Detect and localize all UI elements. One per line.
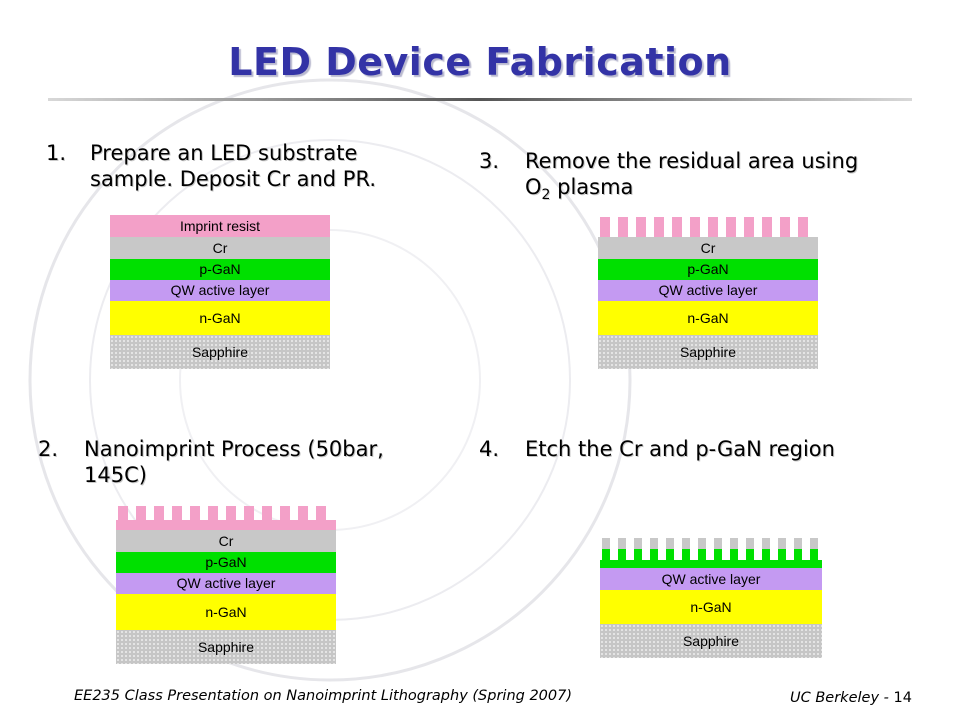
step-line: Prepare an LED substrate	[90, 141, 358, 165]
layer-qw-active: QW active layer	[110, 280, 330, 301]
slide-title: LED Device Fabrication	[228, 40, 732, 84]
o2-symbol: O2	[525, 175, 551, 204]
footer-institution: UC Berkeley -	[790, 690, 889, 706]
step-number: 4.	[479, 437, 500, 461]
layer-stack-step-4: QW active layer n-GaN Sapphire	[600, 538, 822, 658]
layer-p-gan: p-GaN	[110, 259, 330, 280]
layer-cr: Cr	[116, 530, 336, 552]
step-text: Prepare an LED substrate sample. Deposit…	[90, 140, 376, 192]
layer-n-gan: n-GaN	[110, 301, 330, 335]
step-number: 3.	[479, 149, 500, 173]
resist-teeth	[116, 506, 336, 520]
layer-sapphire: Sapphire	[600, 624, 822, 658]
step-line: Remove the residual area using	[525, 149, 859, 173]
layer-qw-active: QW active layer	[116, 573, 336, 594]
layer-qw-active: QW active layer	[600, 568, 822, 590]
layer-p-gan: p-GaN	[598, 259, 818, 280]
layer-p-gan: p-GaN	[116, 552, 336, 573]
p-gan-residual	[600, 560, 822, 568]
layer-n-gan: n-GaN	[598, 301, 818, 335]
layer-qw-active: QW active layer	[598, 280, 818, 301]
etched-pillars	[600, 538, 822, 560]
layer-sapphire: Sapphire	[598, 335, 818, 369]
layer-stack-step-1: Imprint resist Cr p-GaN QW active layer …	[110, 215, 330, 369]
layer-n-gan: n-GaN	[116, 594, 336, 630]
layer-cr: Cr	[598, 237, 818, 259]
step-text: Nanoimprint Process (50bar, 145C)	[84, 436, 384, 488]
layer-sapphire: Sapphire	[116, 630, 336, 664]
step-line: Nanoimprint Process (50bar,	[84, 437, 384, 461]
footer-page-label: UC Berkeley - 14	[790, 690, 912, 706]
layer-stack-step-2: Cr p-GaN QW active layer n-GaN Sapphire	[116, 506, 336, 664]
layer-cr: Cr	[110, 237, 330, 259]
layer-imprint-resist: Imprint resist	[110, 215, 330, 237]
title-divider	[48, 98, 912, 101]
layer-n-gan: n-GaN	[600, 590, 822, 624]
step-line: Etch the Cr and p-GaN region	[525, 437, 835, 461]
step-line: sample. Deposit Cr and PR.	[90, 167, 376, 191]
step-text: Etch the Cr and p-GaN region	[525, 436, 835, 462]
step-number: 2.	[38, 437, 59, 461]
page-number: 14	[893, 690, 912, 706]
resist-residual-layer	[116, 520, 336, 530]
footer-course-label: EE235 Class Presentation on Nanoimprint …	[74, 688, 573, 704]
step-line: 145C)	[84, 463, 147, 487]
step-text: Remove the residual area using O2 plasma	[525, 148, 858, 208]
step-number: 1.	[46, 141, 67, 165]
layer-stack-step-3: Cr p-GaN QW active layer n-GaN Sapphire	[598, 217, 818, 369]
layer-sapphire: Sapphire	[110, 335, 330, 369]
step-line: plasma	[550, 175, 634, 199]
resist-teeth	[598, 217, 818, 237]
